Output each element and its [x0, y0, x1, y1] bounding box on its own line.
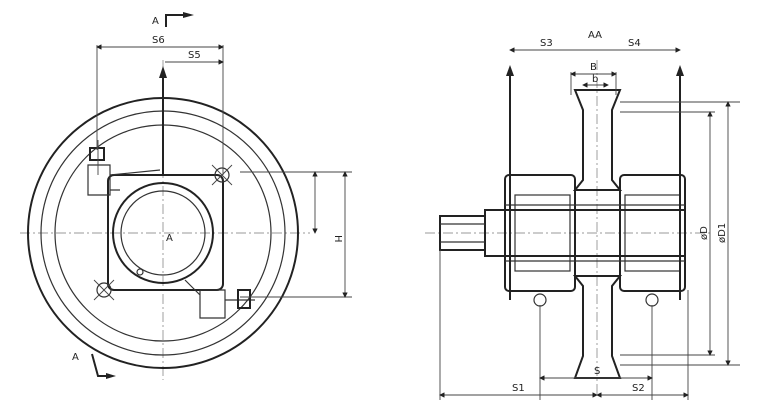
front-view: S6 S5 H A A A: [20, 12, 352, 380]
section-view: S3 AA S4 B b øD øD1 S S1 S2: [425, 30, 740, 400]
dim-d1: øD1: [717, 223, 728, 243]
section-marker-bottom: A: [72, 352, 79, 363]
dim-s1: S1: [512, 383, 525, 394]
dim-s4: S4: [628, 38, 641, 49]
center-mark-a: A: [166, 233, 173, 244]
dim-s: S: [594, 366, 600, 377]
dim-d: øD: [699, 226, 710, 240]
dim-b-upper: B: [590, 62, 597, 73]
section-marker-top: A: [152, 16, 159, 27]
dim-s5: S5: [188, 50, 201, 61]
dim-s6: S6: [152, 35, 165, 46]
dim-s3: S3: [540, 38, 553, 49]
dim-aa: AA: [588, 30, 602, 41]
dim-h: H: [332, 235, 343, 243]
dim-b-lower: b: [592, 74, 598, 85]
dim-s2: S2: [632, 383, 645, 394]
